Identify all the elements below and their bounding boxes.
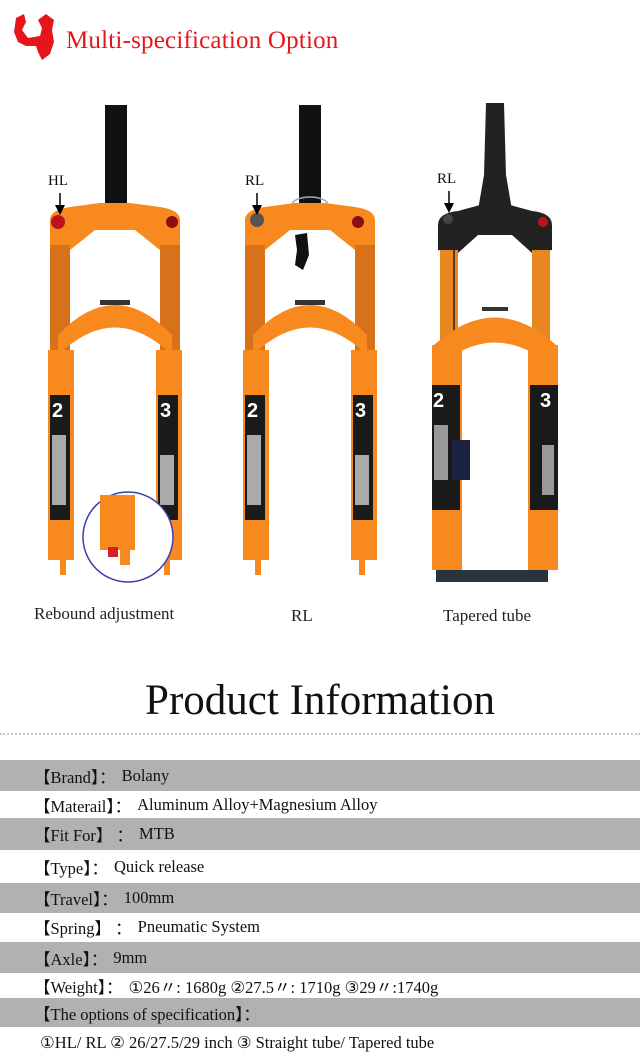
svg-text:2: 2 [247,400,258,422]
spec-key: 【The options of specification】： [34,1004,260,1024]
spec-value: Aluminum Alloy+Magnesium Alloy [137,794,378,814]
arrow-down-icon [252,193,262,215]
product-information-title: Product Information [145,677,495,724]
red-number-4-icon [14,14,54,60]
svg-text:3: 3 [160,400,171,422]
spec-row-brand: 【Brand】： Bolany [0,760,640,791]
spec-row-axle: 【Axle】： 9mm [0,942,640,973]
fork-gallery: 2 3 HL [0,95,640,640]
fork-caption: RL [291,606,313,625]
spec-value: ①26〃: 1680g ②27.5〃: 1710g ③29〃:1740g [128,977,439,997]
spec-value: 100mm [123,888,175,907]
svg-text:2: 2 [433,390,444,412]
svg-text:3: 3 [355,400,366,422]
spec-key: 【Brand】： [34,767,116,787]
spec-value: Quick release [114,857,205,876]
spec-key: 【Materail】： [34,796,132,816]
section-header: Multi-specification Option [0,0,640,80]
spec-row-material: 【Materail】： Aluminum Alloy+Magnesium All… [0,791,640,818]
dotted-divider [0,733,640,735]
section-title: Multi-specification Option [66,27,339,54]
spec-key: 【Spring】 ： [34,919,132,938]
spec-row-weight: 【Weight】： ①26〃: 1680g ②27.5〃: 1710g ③29〃… [0,973,640,998]
fork-image-hl: 2 3 HL [30,95,200,595]
spec-row-spring: 【Spring】 ： Pneumatic System [0,913,640,941]
spec-value: Bolany [121,765,170,785]
spec-row-options-heading: 【The options of specification】： [0,998,640,1027]
fork-image-tapered: 2 3 RL [420,95,570,595]
spec-key: 【Axle】： [34,949,108,969]
fork-image-rl: 2 3 RL [225,95,395,595]
spec-row-travel: 【Travel】： 100mm [0,883,640,913]
spec-row-type: 【Type】： Quick release [0,851,640,883]
fork-caption: Tapered tube [443,606,532,625]
spec-row-options: ①HL/ RL ② 26/27.5/29 inch ③ Straight tub… [0,1027,640,1058]
spec-value: MTB [139,824,175,843]
spec-value: 9mm [113,947,148,967]
svg-text:2: 2 [52,400,63,422]
arrow-down-icon [55,193,65,215]
svg-text:3: 3 [540,390,551,412]
spec-key: 【Type】： [34,859,109,878]
spec-row-fit-for: 【Fit For】 ： MTB [0,818,640,850]
fork-tag: HL [48,173,68,189]
spec-value: ①HL/ RL ② 26/27.5/29 inch ③ Straight tub… [40,1032,435,1052]
fork-tag: RL [437,171,457,187]
spec-value: Pneumatic System [137,917,261,936]
arrow-down-icon [444,191,454,213]
spec-key: 【Travel】： [34,890,118,909]
spec-key: 【Weight】： [34,977,123,997]
fork-caption: Rebound adjustment [34,604,175,623]
spec-key: 【Fit For】 ： [34,826,134,845]
fork-tag: RL [245,173,265,189]
